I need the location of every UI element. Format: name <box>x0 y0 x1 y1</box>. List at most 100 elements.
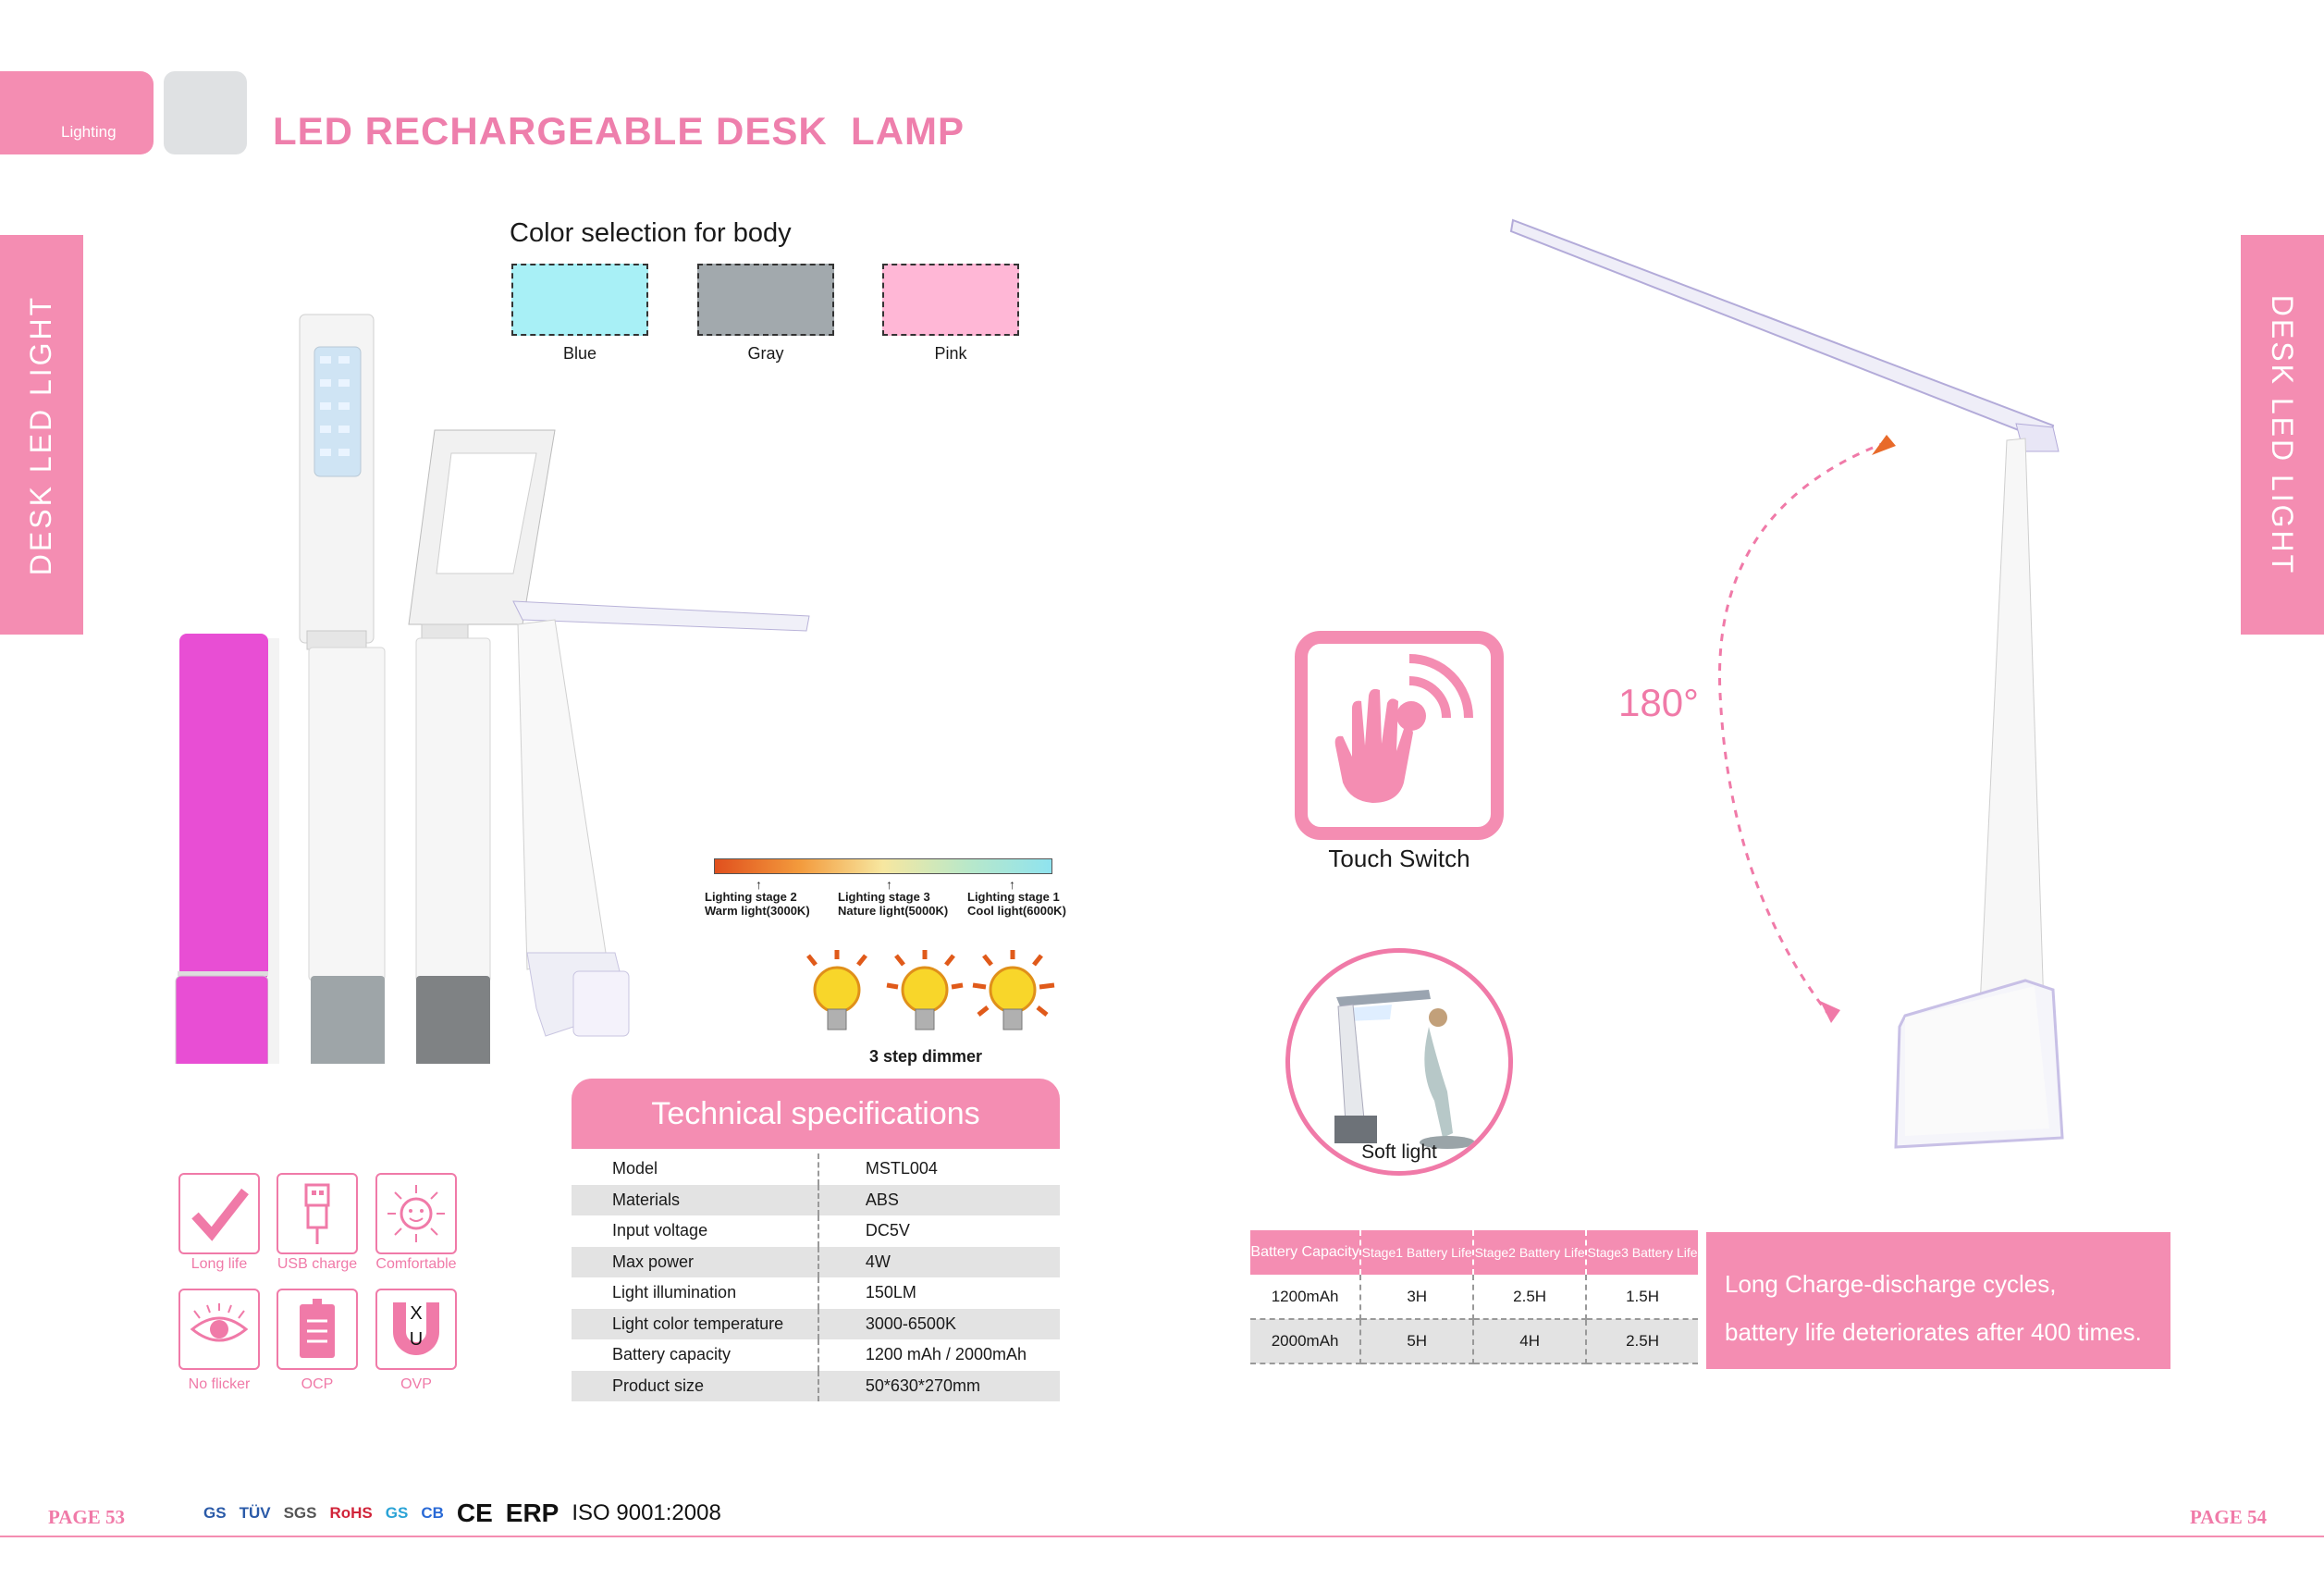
product-lamps-image <box>175 314 810 1064</box>
lighting-stage-nature-line1: Lighting stage 3 <box>838 890 930 904</box>
lighting-stage-warm-line1: Lighting stage 2 <box>705 890 797 904</box>
lighting-stage-warm: ↑ Lighting stage 2 Warm light(3000K) <box>705 877 810 918</box>
battery-note-line: battery life deteriorates after 400 time… <box>1725 1318 2142 1346</box>
erp-logo-icon: ERP <box>505 1499 559 1527</box>
table-header: Stage2 Battery Life <box>1473 1230 1588 1275</box>
lighting-stage-cool-line2: Cool light(6000K) <box>967 904 1066 918</box>
soft-light-label: Soft light <box>1361 1141 1437 1163</box>
battery-note: Long Charge-discharge cycles, battery li… <box>1706 1232 2170 1369</box>
spec-label: Model <box>612 1159 658 1178</box>
spec-value: DC5V <box>817 1215 1060 1247</box>
spec-label: Max power <box>572 1246 818 1277</box>
iso-certification: ISO 9001:2008 <box>572 1500 721 1525</box>
feature-label: Long life <box>191 1256 248 1272</box>
page-number-right: PAGE 54 <box>2190 1506 2268 1528</box>
gs-mark-logo-icon: GS <box>385 1504 409 1522</box>
color-swatch-label: Pink <box>934 344 967 363</box>
table-header: Stage3 Battery Life <box>1586 1230 1698 1275</box>
lighting-stage-cool-line1: Lighting stage 1 <box>967 890 1060 904</box>
table-header: Battery Capacity <box>1250 1230 1362 1275</box>
spec-value: 150LM <box>817 1277 1060 1309</box>
spec-label: Light color temperature <box>572 1308 818 1339</box>
side-tab-right-label: DESK LED LIGHT <box>2266 294 2300 575</box>
magnet-icon: X U <box>375 1289 457 1370</box>
spec-value: 4W <box>817 1246 1060 1277</box>
touch-switch-icon <box>1295 631 1504 840</box>
section-tab-gray <box>164 71 247 154</box>
color-temperature-gradient <box>714 858 1052 874</box>
sgs-logo-icon: SGS <box>283 1504 317 1522</box>
section-tab-label: Lighting <box>61 123 117 141</box>
color-swatch-pink <box>882 264 1019 336</box>
spec-label: Materials <box>572 1184 818 1215</box>
gs-logo-icon: GS <box>203 1504 227 1522</box>
rotation-angle-label: 180° <box>1618 681 1699 724</box>
battery-icon <box>277 1289 358 1370</box>
feature-label: Comfortable <box>375 1256 457 1272</box>
feature-label: No flicker <box>188 1376 251 1392</box>
table-cell: 1200mAh <box>1250 1275 1362 1320</box>
cb-logo-icon: CB <box>421 1504 444 1522</box>
color-swatch-blue <box>511 264 648 336</box>
dimmer-bulbs-icon <box>806 950 1055 1030</box>
lighting-stage-cool: ↑ Lighting stage 1 Cool light(6000K) <box>967 877 1066 918</box>
table-cell: 5H <box>1360 1319 1475 1364</box>
table-header: Stage1 Battery Life <box>1360 1230 1475 1275</box>
section-tab: Lighting <box>0 71 154 154</box>
ovp-letter-x: X <box>410 1303 422 1324</box>
lighting-stage-nature: ↑ Lighting stage 3 Nature light(5000K) <box>838 877 949 918</box>
page-title: LED RECHARGEABLE DESK LAMP <box>273 109 965 153</box>
color-swatch-label: Blue <box>562 344 597 363</box>
table-row: Light illumination 150LM <box>572 1277 1060 1309</box>
spec-value: 3000-6500K <box>817 1308 1060 1339</box>
side-tab-right: DESK LED LIGHT <box>2241 235 2324 635</box>
battery-note-line: Long Charge-discharge cycles, <box>1725 1270 2057 1298</box>
soft-light-image <box>1285 948 1513 1176</box>
ovp-letter-u: U <box>410 1329 423 1350</box>
table-row: Model MSTL004 <box>572 1153 1060 1185</box>
touch-switch-label: Touch Switch <box>1328 845 1470 872</box>
color-swatch-label: Gray <box>747 344 784 363</box>
dimmer-label: 3 step dimmer <box>869 1047 983 1066</box>
spec-label: Input voltage <box>612 1221 708 1240</box>
usb-icon <box>277 1173 358 1254</box>
table-cell: 4H <box>1473 1319 1588 1364</box>
color-swatch-gray <box>697 264 834 336</box>
lighting-stage-nature-line2: Nature light(5000K) <box>838 904 949 918</box>
color-selection-title: Color selection for body <box>510 218 792 248</box>
table-cell: 2.5H <box>1473 1275 1588 1320</box>
rotated-lamp-image <box>1509 218 2064 1149</box>
table-cell: 2000mAh <box>1250 1319 1362 1364</box>
spec-label: Product size <box>572 1370 818 1401</box>
spec-value: MSTL004 <box>817 1153 1060 1185</box>
table-cell: 2.5H <box>1586 1319 1698 1364</box>
tuv-logo-icon: TÜV <box>239 1504 271 1522</box>
table-row: 1200mAh 3H 2.5H 1.5H <box>1250 1275 1698 1320</box>
ce-logo-icon: CE <box>456 1499 493 1527</box>
lighting-stage-warm-line2: Warm light(3000K) <box>705 904 810 918</box>
table-row: Input voltage DC5V <box>572 1215 1060 1247</box>
spec-label: Light illumination <box>612 1283 737 1302</box>
table-header-row: Battery Capacity Stage1 Battery Life Sta… <box>1250 1230 1698 1275</box>
table-cell: 3H <box>1360 1275 1475 1320</box>
spec-value: 1200 mAh / 2000mAh <box>817 1339 1060 1371</box>
feature-label: OVP <box>400 1376 432 1392</box>
rohs-logo-icon: RoHS <box>329 1504 373 1522</box>
side-tab-left-label: DESK LED LIGHT <box>24 294 58 575</box>
certification-logos: GS TÜV SGS RoHS GS CB CE ERP ISO 9001:20… <box>203 1495 721 1532</box>
spec-value: 50*630*270mm <box>817 1370 1060 1401</box>
page-number-left: PAGE 53 <box>48 1506 126 1528</box>
check-icon <box>178 1173 260 1254</box>
eye-icon <box>178 1289 260 1370</box>
table-row: 2000mAh 5H 4H 2.5H <box>1250 1319 1698 1364</box>
footer-divider <box>0 1536 2324 1537</box>
sun-face-icon <box>375 1173 457 1254</box>
feature-label: OCP <box>301 1376 334 1392</box>
spec-value: ABS <box>817 1184 1060 1215</box>
